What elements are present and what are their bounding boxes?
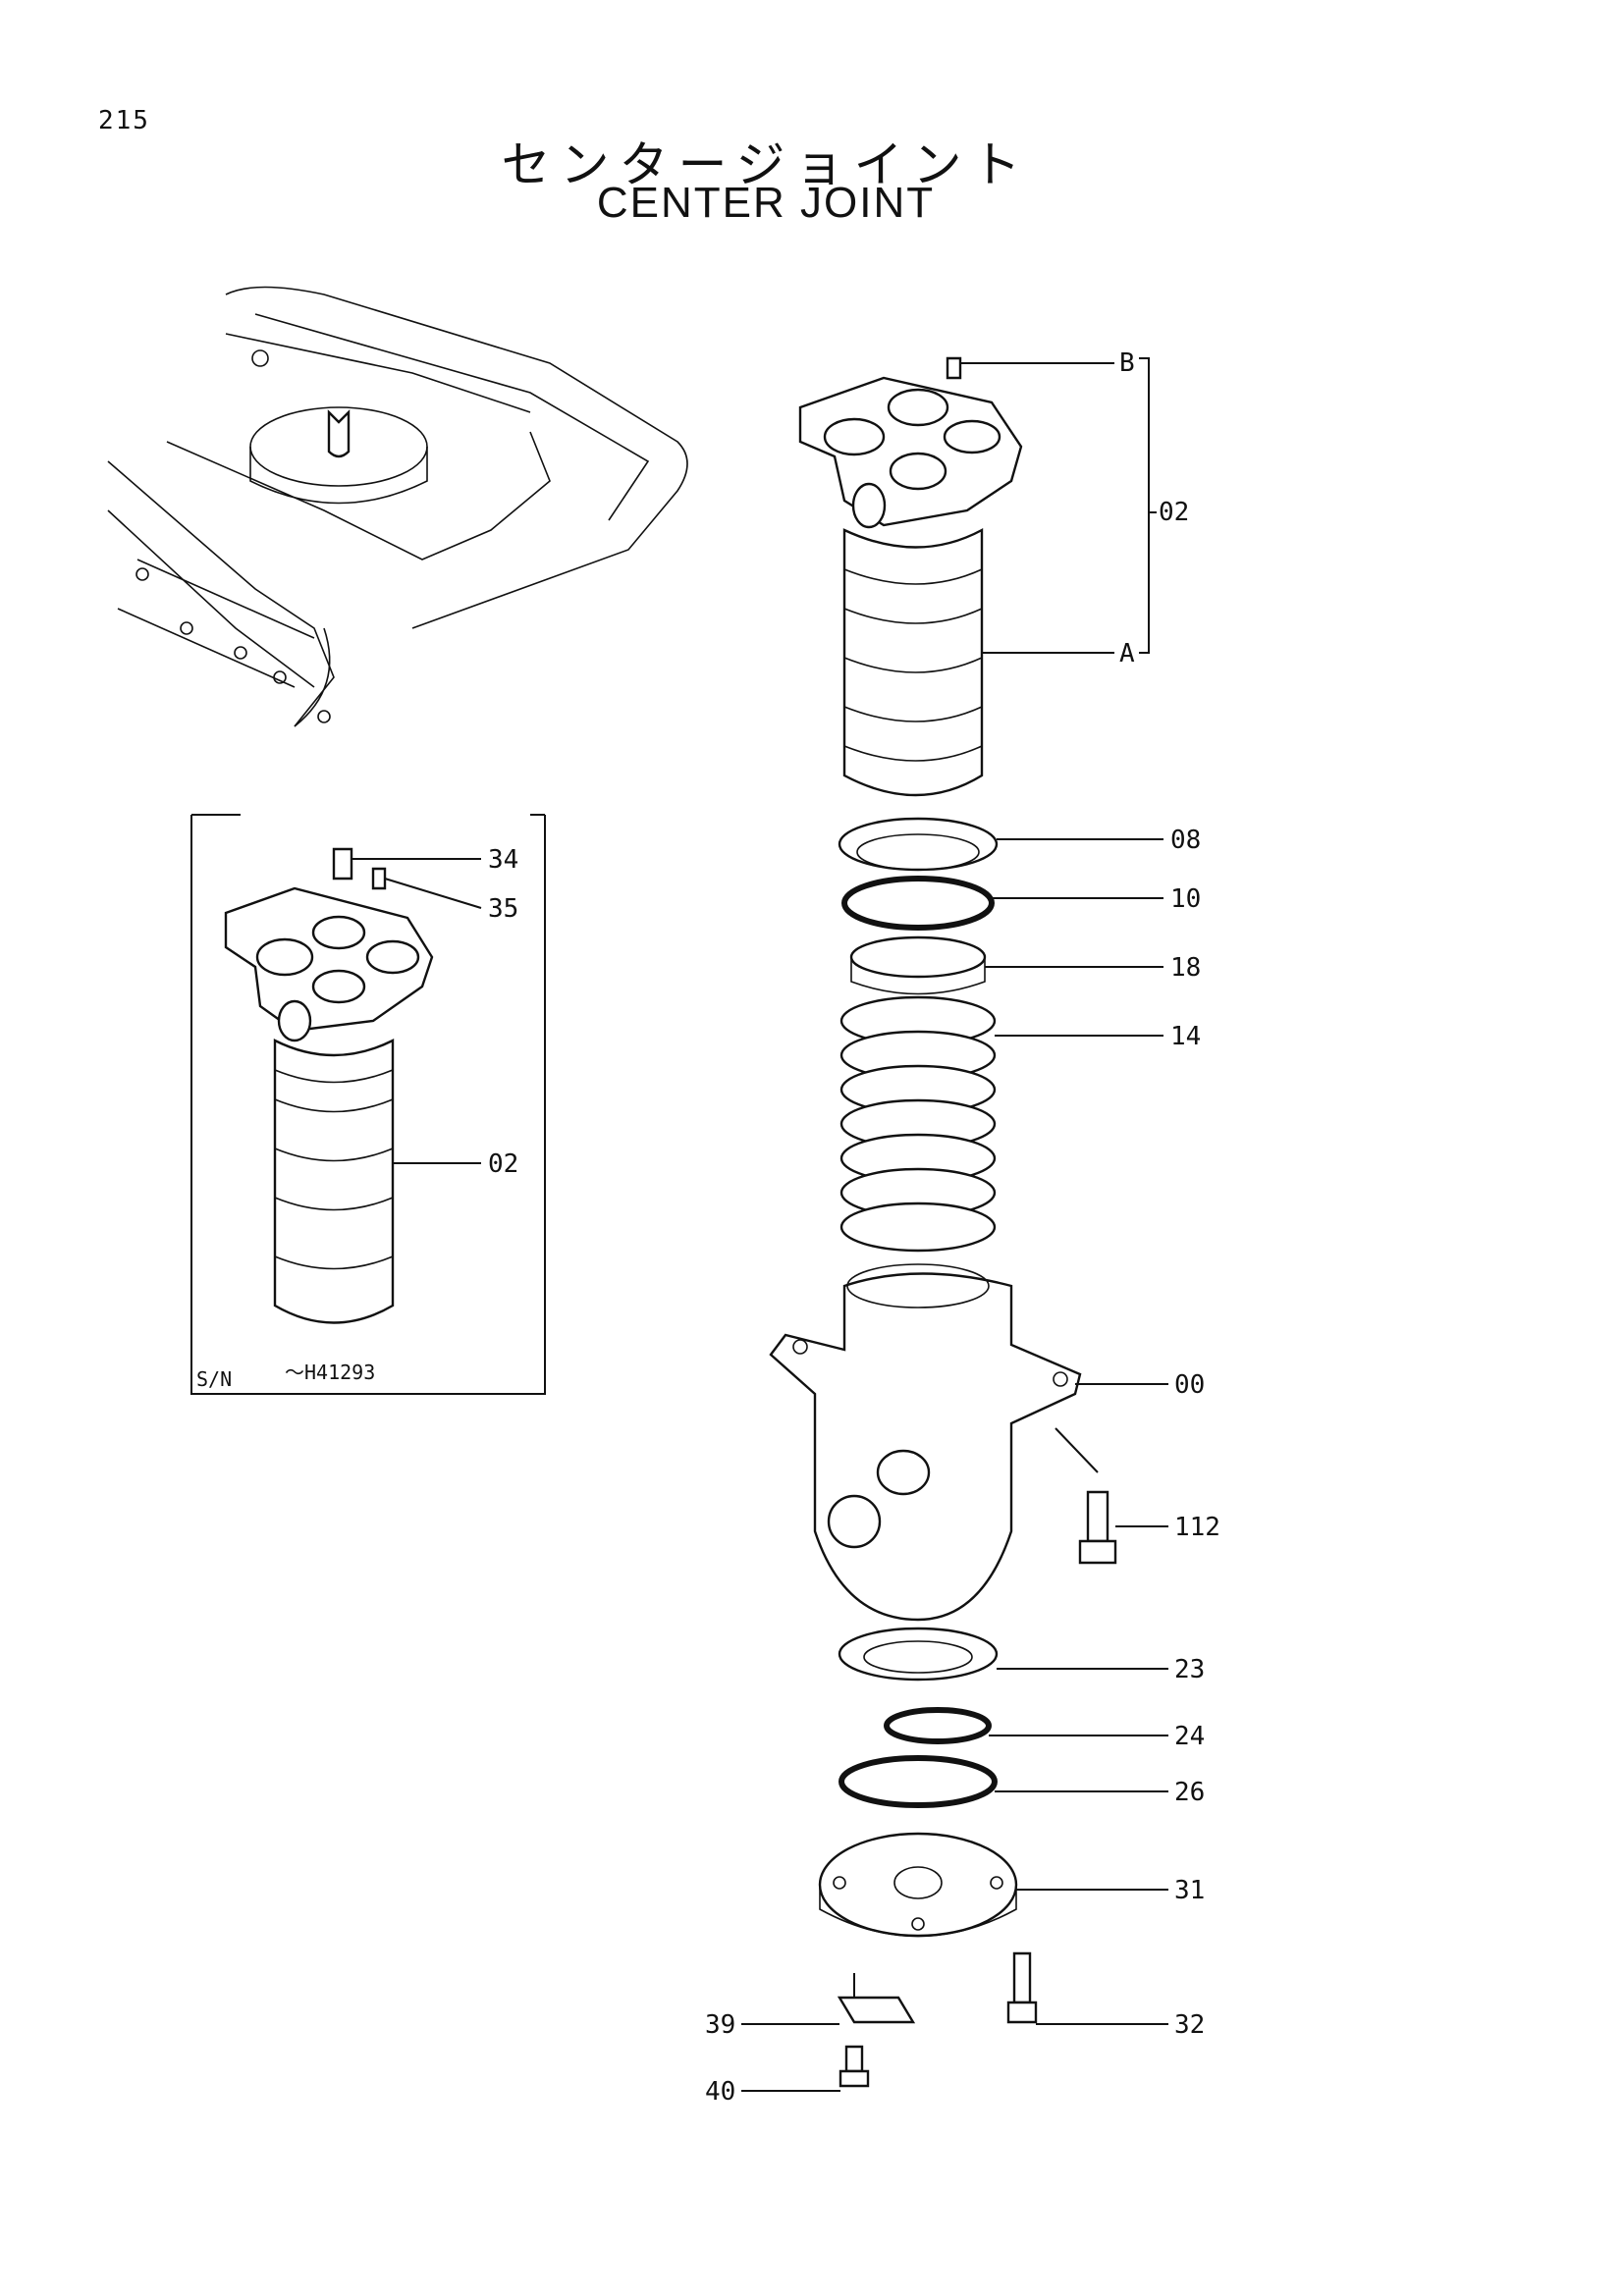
callout-18: 18 (1170, 953, 1201, 983)
callout-112: 112 (1174, 1513, 1220, 1542)
body-00 (769, 1263, 1082, 1622)
seal-stack-14 (839, 995, 997, 1253)
inset-callout-02: 02 (488, 1149, 518, 1179)
page-number: 215 (98, 106, 150, 135)
callout-26: 26 (1174, 1778, 1205, 1807)
seal-08 (838, 817, 999, 872)
inset-sn-label: S/N (196, 1367, 232, 1391)
callout-39: 39 (705, 2010, 735, 2040)
inset-box (190, 814, 546, 1395)
snap-ring-24 (884, 1707, 992, 1744)
callout-08: 08 (1170, 826, 1201, 855)
callout-B: B (1119, 348, 1135, 378)
callout-A: A (1119, 639, 1135, 668)
ring-18 (849, 935, 987, 995)
o-ring-10 (841, 876, 995, 931)
inset-sn-value: ～H41293 (285, 1361, 375, 1384)
plate-39 (837, 1996, 916, 2024)
plate-23 (838, 1627, 999, 1682)
callout-32: 32 (1174, 2010, 1205, 2040)
callout-31: 31 (1174, 1876, 1205, 1905)
callout-40: 40 (705, 2077, 735, 2107)
title-japanese: センタージョイント (501, 136, 1031, 193)
inset-callout-34: 34 (488, 845, 518, 875)
inset-labels: 34 35 02 S/N ～H41293 (196, 845, 518, 1391)
callout-labels: B A 02 08 10 18 14 00 112 23 24 26 31 39… (705, 348, 1220, 2107)
leader-lines (741, 357, 1168, 2092)
title-english: CENTER JOINT (596, 179, 936, 227)
callout-10: 10 (1170, 884, 1201, 914)
callout-02: 02 (1159, 498, 1189, 527)
o-ring-26 (839, 1755, 998, 1808)
callout-00: 00 (1174, 1370, 1205, 1400)
bolt-112 (1078, 1490, 1117, 1565)
callout-23: 23 (1174, 1655, 1205, 1684)
center-joint-spindle (798, 356, 1023, 797)
bolt-40 (839, 2045, 870, 2088)
callout-24: 24 (1174, 1722, 1205, 1751)
machine-undercarriage-illustration (107, 286, 688, 727)
bolt-32 (1006, 1951, 1038, 2024)
callout-14: 14 (1170, 1022, 1201, 1051)
cover-31 (818, 1832, 1018, 1938)
inset-callout-35: 35 (488, 894, 518, 924)
